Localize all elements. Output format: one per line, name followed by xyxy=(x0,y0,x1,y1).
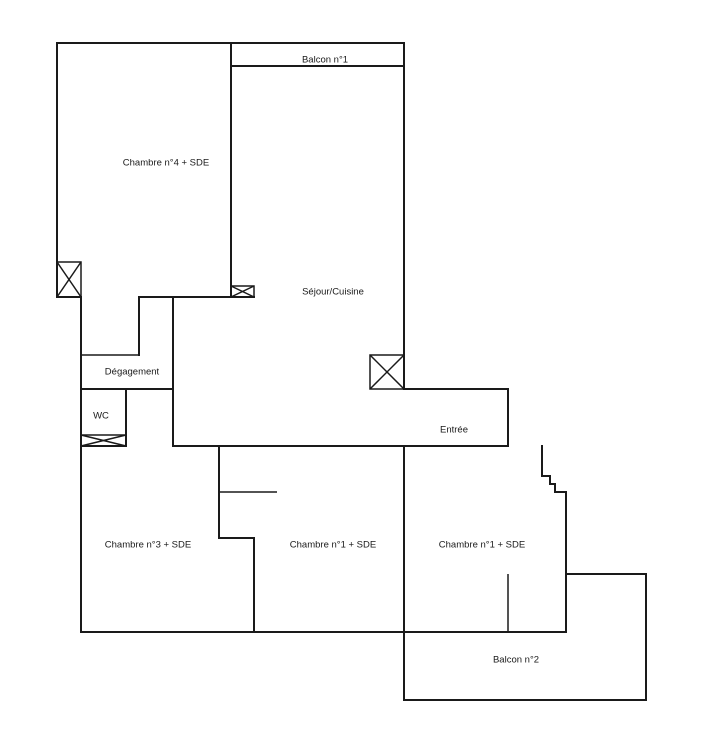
duct-icons xyxy=(56,261,405,447)
duct-icon-sejour xyxy=(369,354,405,390)
walls-south xyxy=(80,445,567,701)
label-entree: Entrée xyxy=(440,425,468,436)
label-chambre-1a: Chambre n°1 + SDE xyxy=(290,540,376,551)
walls-sejour xyxy=(172,388,509,447)
walls-north xyxy=(56,42,405,390)
label-degagement: Dégagement xyxy=(105,367,160,378)
label-chambre-4: Chambre n°4 + SDE xyxy=(123,158,209,169)
duct-icon-wc xyxy=(80,434,127,447)
label-chambre-3: Chambre n°3 + SDE xyxy=(105,540,191,551)
label-chambre-1b: Chambre n°1 + SDE xyxy=(439,540,525,551)
room-labels: Balcon n°1 Chambre n°4 + SDE Séjour/Cuis… xyxy=(93,55,539,666)
label-sejour-cuisine: Séjour/Cuisine xyxy=(302,287,364,298)
label-balcon-2: Balcon n°2 xyxy=(493,655,539,666)
duct-icon-sejour-small xyxy=(230,285,255,298)
walls-corridor xyxy=(80,296,174,633)
walls-balcon-2 xyxy=(403,573,647,701)
duct-icon-chambre-4 xyxy=(56,261,82,298)
label-wc: WC xyxy=(93,411,109,422)
label-balcon-1: Balcon n°1 xyxy=(302,55,348,66)
